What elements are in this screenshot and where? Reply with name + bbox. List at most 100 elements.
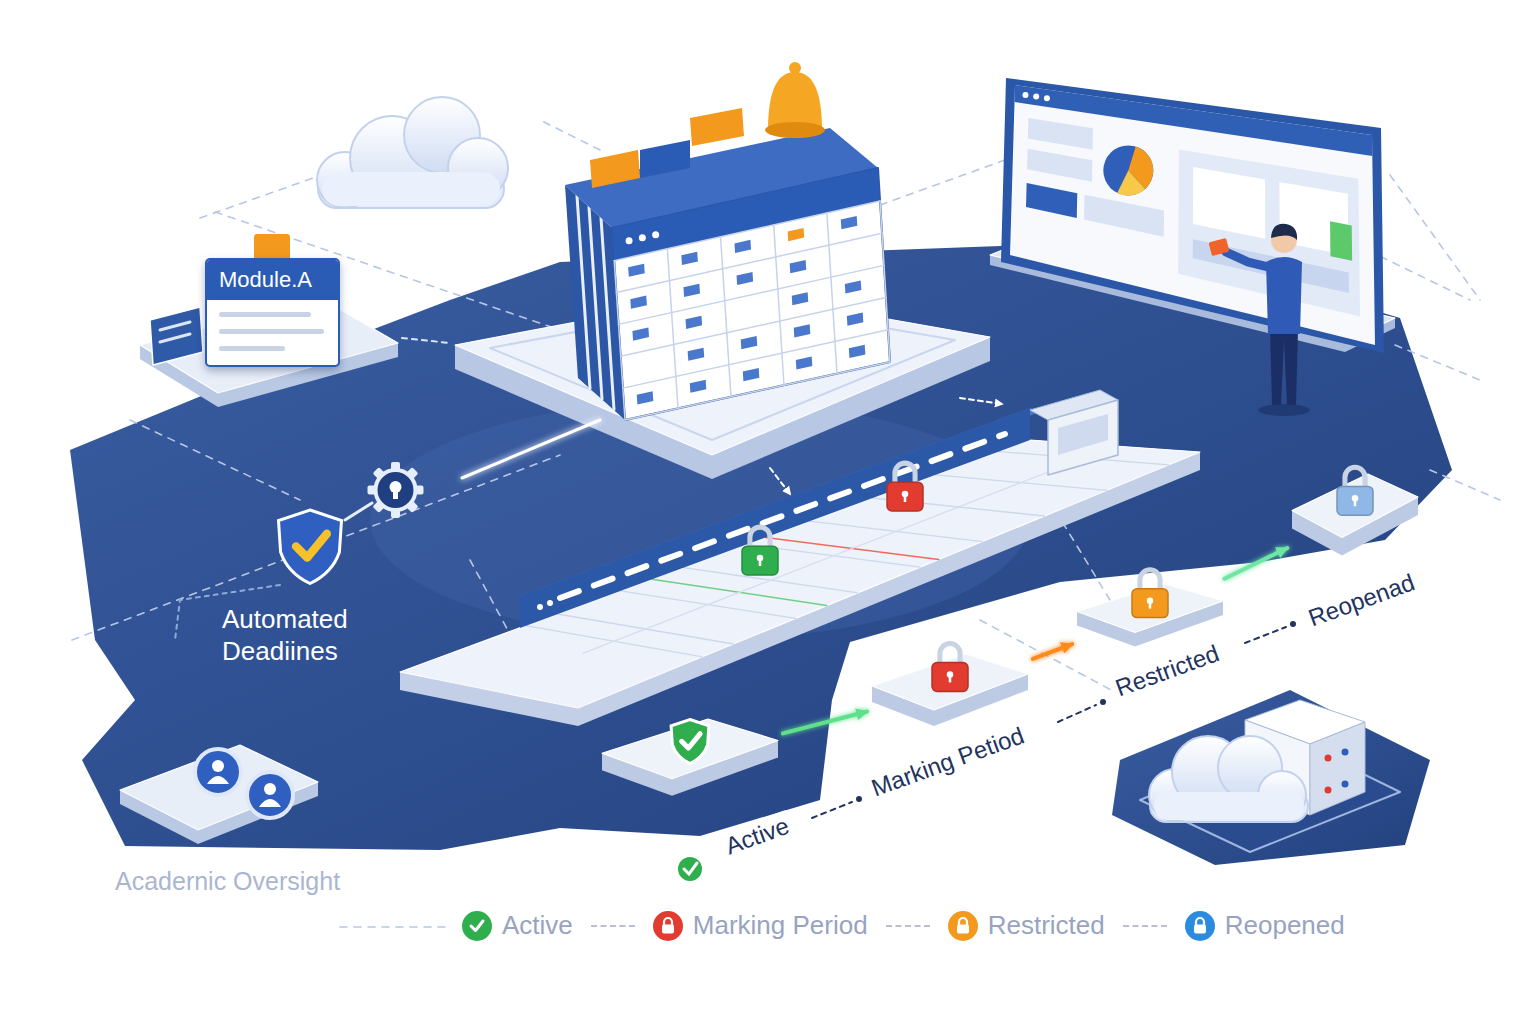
legend-glyph-part <box>471 921 483 931</box>
users-platform <box>120 745 318 844</box>
user-head <box>212 760 224 772</box>
lock-icon-body <box>887 482 923 511</box>
card-header: Module.A <box>207 260 338 300</box>
band-slab-top <box>400 440 1200 708</box>
calendar-page-edge <box>601 218 614 410</box>
legend-item: Restricted <box>868 910 1105 941</box>
lock-icon-body <box>742 546 778 575</box>
flow-connector <box>783 712 867 734</box>
legend-glyph <box>948 911 978 941</box>
legend-swatch <box>653 911 683 941</box>
pie-chart-part <box>1117 170 1145 195</box>
legend-label: Marking Period <box>693 910 868 941</box>
platform-slab-top <box>1077 584 1223 633</box>
lock-icon-keyhole <box>904 495 907 502</box>
grid-line <box>215 212 560 330</box>
band-slab <box>400 440 1200 726</box>
calendar-cell <box>637 391 654 404</box>
lock-icon <box>887 463 923 511</box>
calendar-cell <box>630 296 647 309</box>
cloud-icon <box>1149 736 1308 822</box>
flow-connector <box>1224 548 1287 579</box>
calendar-dot <box>652 231 659 238</box>
lock-icon <box>932 644 968 692</box>
legend-swatch <box>948 911 978 941</box>
oversight-icon <box>120 745 318 844</box>
legend-glyph-part <box>957 924 969 933</box>
calendar-cell <box>788 228 805 241</box>
platform-drawing <box>600 715 780 800</box>
stage-platform: Reopenad <box>1290 470 1420 560</box>
server-right <box>1310 722 1365 815</box>
person-arm <box>1226 252 1272 268</box>
lock-icon-shackle <box>1345 467 1365 488</box>
legend-label: Reopened <box>1225 910 1345 941</box>
user-head <box>264 783 276 795</box>
shield-icon-check <box>682 734 700 748</box>
person-figure-part <box>1208 238 1229 256</box>
card-text-line <box>219 312 311 317</box>
person-figure <box>1208 224 1310 416</box>
legend-glyph <box>653 911 683 941</box>
module-side-line <box>160 334 190 342</box>
platform-drawing <box>870 650 1030 730</box>
timeline-band <box>400 390 1200 726</box>
calendar-cell <box>734 240 751 253</box>
calendar-cell <box>688 348 705 361</box>
grid-line <box>130 420 300 500</box>
calendar-cell <box>743 368 760 381</box>
check-mark <box>684 863 697 874</box>
legend-swatch <box>1185 911 1215 941</box>
calendar-tab <box>590 150 640 188</box>
calendar-block-top <box>640 140 690 178</box>
calendar-page-edge <box>577 196 590 389</box>
platform-slab-top <box>602 719 778 779</box>
calendar-grid <box>616 233 882 292</box>
band-bar-dashes <box>560 434 1005 598</box>
lock-icon-keyhole <box>949 675 952 682</box>
calendar-cell <box>632 328 649 341</box>
floor-ground <box>1112 690 1430 865</box>
stage-platform: Restricted <box>1075 580 1225 650</box>
calendar-tab <box>690 108 744 146</box>
lock-icon-body <box>1132 589 1168 618</box>
screen-item <box>1330 221 1352 260</box>
grid-line <box>880 160 1005 205</box>
grid-line <box>1395 345 1480 380</box>
feature-label: Automated Deadiines <box>222 604 407 667</box>
lock-icon <box>742 527 778 575</box>
band-dot <box>547 600 553 606</box>
user-body <box>207 776 229 784</box>
joiner-dash <box>1058 705 1096 722</box>
flow-arrow <box>960 398 1002 404</box>
lock-icon-keyhole <box>1354 499 1357 506</box>
flow-line <box>402 338 450 343</box>
calendar-cell <box>690 380 707 393</box>
lock-icon-shackle <box>940 644 960 665</box>
calendar-dot <box>639 234 646 241</box>
platform-slab-top <box>1292 474 1418 538</box>
cloud-icon-part <box>1150 790 1308 822</box>
server-light <box>1342 749 1349 756</box>
legend-label: Restricted <box>988 910 1105 941</box>
calendar-grid <box>625 362 890 420</box>
server-light <box>1342 781 1349 788</box>
card-text-line <box>219 329 324 334</box>
platform-drawing <box>1290 470 1420 560</box>
person-figure-part <box>1270 330 1298 405</box>
screen-dot <box>1022 92 1028 98</box>
card-title: Module.A <box>219 267 326 293</box>
lock-icon <box>1132 570 1168 618</box>
calendar-dot <box>626 237 633 244</box>
calendar-cell <box>681 252 698 265</box>
pie-chart <box>1103 145 1153 195</box>
lock-icon-body <box>1337 486 1373 515</box>
screen-card <box>1028 118 1093 150</box>
calendar-cell <box>849 345 866 358</box>
cloud-icon-part <box>1154 792 1304 820</box>
stage-label: Restricted <box>1107 637 1228 706</box>
gear-icon-part <box>376 470 416 510</box>
stage-platform: Active <box>600 715 780 800</box>
stage-label: Reopenad <box>1300 566 1424 636</box>
